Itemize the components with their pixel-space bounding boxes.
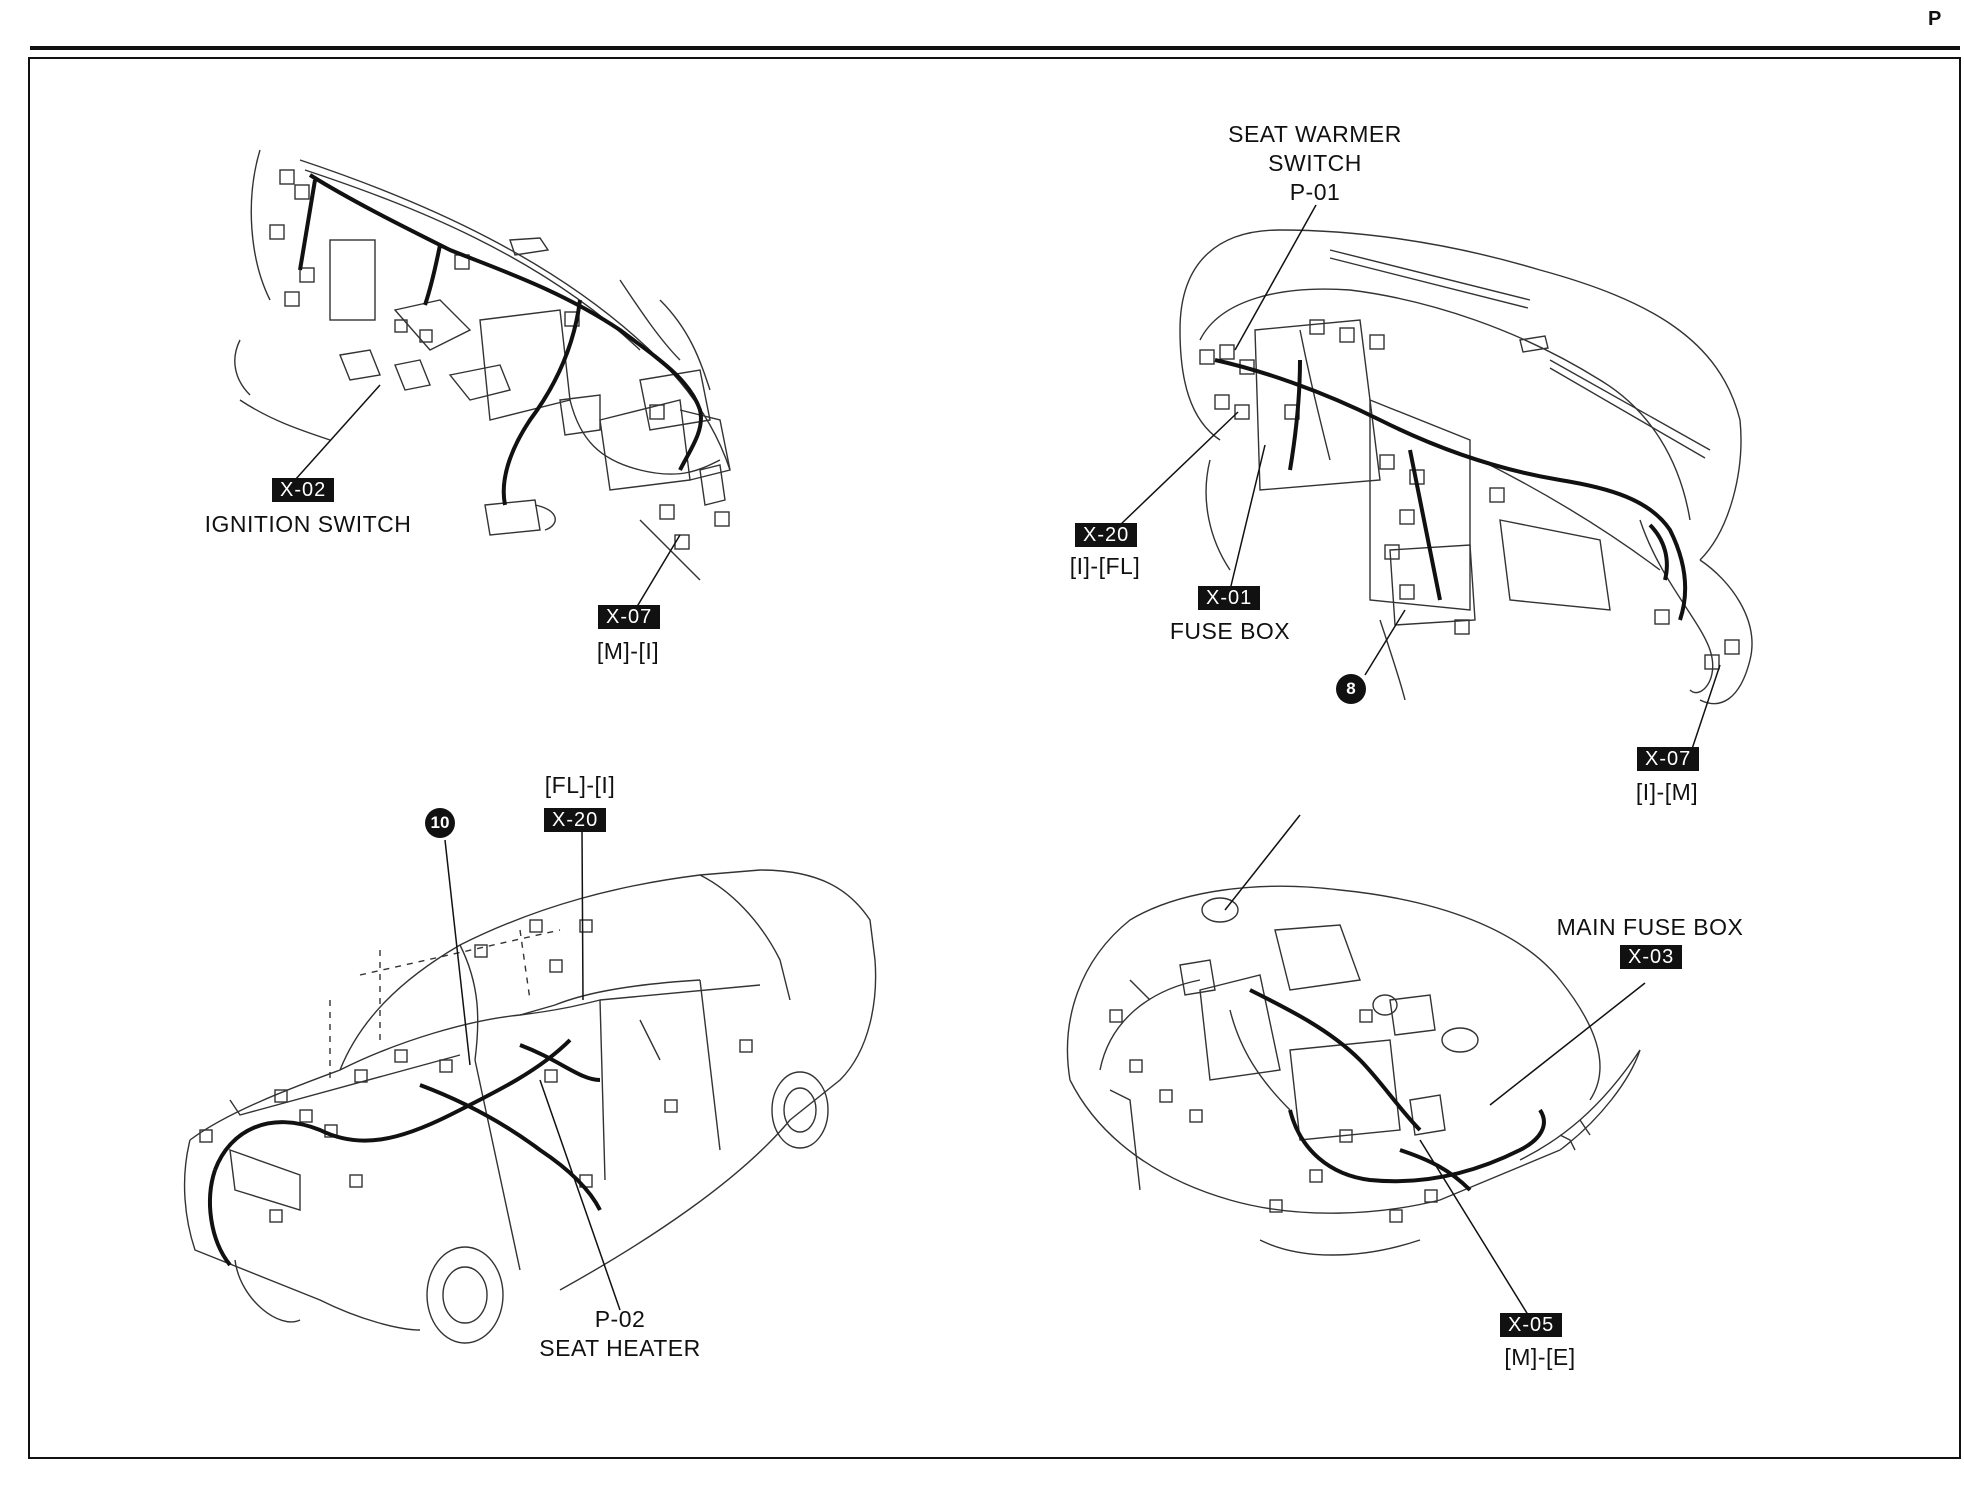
engine-bay-harness (1249, 988, 1546, 1192)
seat-heater-code: P-02 (594, 1306, 646, 1332)
car-body-view (183, 869, 877, 1344)
x07-right-ref: [I]-[M] (1635, 779, 1699, 805)
seat-warmer-switch-line1: SEAT WARMER (1228, 121, 1402, 147)
x05-ref: [M]-[E] (1504, 1344, 1576, 1370)
instrument-panel-view (1179, 229, 1753, 705)
seat-heater-label: SEAT HEATER (539, 1335, 701, 1361)
ignition-switch-code: X-02 (272, 478, 335, 502)
x07-left-code: X-07 (598, 605, 661, 629)
instrument-panel-leaders (1119, 204, 1721, 756)
diagram-frame (28, 57, 1961, 1459)
x20-right-code: X-20 (1075, 523, 1138, 547)
ground-point-8: 8 (1336, 674, 1366, 704)
ignition-switch-label: IGNITION SWITCH (204, 511, 412, 537)
engine-bay-view (1066, 885, 1641, 1256)
dash-left-view (234, 149, 731, 581)
x07-left-ref: [M]-[I] (596, 638, 660, 664)
main-fuse-box-code: X-03 (1620, 945, 1683, 969)
x05-code: X-05 (1500, 1313, 1563, 1337)
engine-bay-leaders (1224, 814, 1646, 1319)
dash-left-harness (298, 173, 703, 506)
fuse-box-code: X-01 (1198, 586, 1261, 610)
fuse-box-label: FUSE BOX (1169, 618, 1291, 644)
dash-left-leaders (294, 384, 681, 611)
x20-right-ref: [I]-[FL] (1069, 553, 1141, 579)
x20-left-code: X-20 (544, 808, 607, 832)
page-letter: P (1928, 8, 1942, 30)
car-body-leaders (444, 829, 621, 1311)
car-body-harness (208, 1038, 602, 1267)
seat-warmer-switch-line2: SWITCH (1268, 150, 1362, 176)
x07-right-code: X-07 (1637, 747, 1700, 771)
x20-left-ref: [FL]-[I] (544, 772, 616, 798)
instrument-panel-harness (1214, 358, 1688, 621)
main-fuse-box-label: MAIN FUSE BOX (1556, 914, 1744, 940)
ground-point-10: 10 (425, 808, 455, 838)
seat-warmer-switch-code: P-01 (1289, 179, 1341, 205)
